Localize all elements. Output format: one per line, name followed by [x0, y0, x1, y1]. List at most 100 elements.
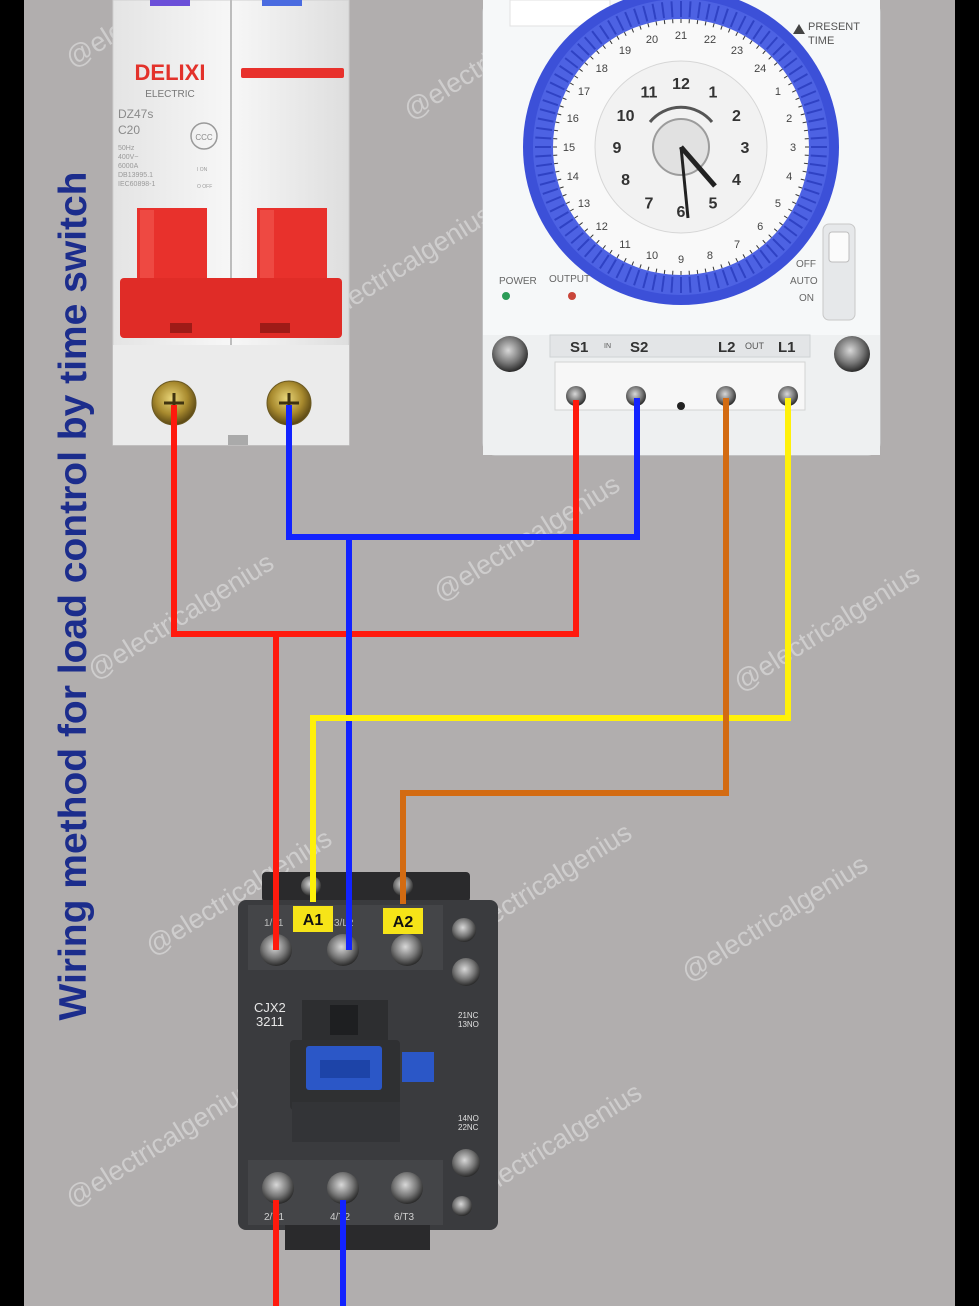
output-led-label: OUTPUT — [549, 274, 590, 285]
dial-pin — [752, 25, 763, 40]
dial-tick — [602, 245, 606, 249]
dial-tick — [609, 249, 613, 254]
dial-pin — [660, 2, 666, 19]
timer-center-hole — [677, 402, 685, 410]
dial-tick — [557, 178, 562, 181]
dial-pin — [651, 274, 657, 291]
dial-tick — [803, 162, 808, 165]
dial-pin — [615, 15, 625, 31]
mode-off-label: OFF — [796, 259, 816, 270]
dial-pin — [688, 1, 692, 18]
dial-pin — [545, 90, 562, 99]
dial-tick — [647, 23, 650, 28]
dial-pin — [633, 8, 641, 25]
dial-pin — [778, 231, 792, 245]
dial-tick — [616, 35, 620, 40]
dial-tick — [783, 215, 788, 219]
hour-number: 10 — [617, 108, 635, 125]
contactor-model: CJX2 — [254, 1000, 286, 1015]
dial-pin — [607, 259, 617, 274]
hour-number: 1 — [709, 85, 718, 102]
coil-a2-label: A2 — [393, 914, 414, 931]
dial-pin — [536, 126, 553, 132]
power-led — [502, 292, 510, 300]
dial-pin — [536, 162, 553, 168]
dial-tick — [655, 21, 658, 26]
dial-pin — [537, 171, 554, 177]
dial-pin — [539, 108, 556, 115]
present-time-label-1: PRESENT — [808, 21, 860, 33]
dial-number: 4 — [786, 171, 792, 183]
dial-tick — [590, 56, 594, 60]
dial-pin — [559, 218, 574, 229]
contactor-bottom-screw-t3 — [391, 1172, 423, 1204]
hour-number: 4 — [732, 172, 741, 189]
dial-number: 11 — [619, 239, 630, 251]
dial-number: 22 — [704, 34, 716, 46]
dial-tick — [557, 113, 562, 116]
dial-tick — [623, 31, 627, 37]
dial-tick — [800, 113, 805, 116]
dial-pin — [759, 249, 771, 264]
dial-tick — [727, 28, 731, 33]
dial-tick — [788, 82, 793, 86]
contactor-indicator — [402, 1052, 434, 1082]
dial-tick — [768, 234, 772, 238]
dial-tick — [631, 261, 635, 266]
dial-tick — [795, 97, 800, 101]
dial-pin — [713, 5, 720, 22]
contactor-aux-screw — [452, 1196, 472, 1216]
contactor-aux-screw — [452, 958, 480, 986]
dial-pin — [793, 73, 808, 83]
dial-pin — [810, 136, 827, 140]
dial-tick — [712, 23, 715, 28]
dial-number: 12 — [596, 221, 608, 233]
timer-dial-pins — [535, 1, 827, 293]
contactor-top-screw-l2 — [327, 934, 359, 966]
dial-number: 15 — [563, 142, 575, 154]
dial-tick — [779, 68, 783, 72]
dial-tick — [555, 170, 560, 173]
dial-pin — [549, 203, 565, 213]
timer-arc-arrow — [648, 105, 714, 123]
contactor-top-screw-l3 — [391, 934, 423, 966]
breaker-model: DZ47s — [118, 107, 153, 121]
hour-number: 5 — [709, 195, 718, 212]
timer-mount-screw — [834, 336, 870, 372]
power-led-label: POWER — [499, 276, 537, 287]
dial-pin — [660, 275, 666, 292]
dial-tick — [584, 62, 589, 66]
dial-number: 18 — [596, 63, 608, 75]
dial-pin — [793, 211, 808, 221]
dial-pin — [752, 254, 763, 269]
dial-tick — [569, 208, 574, 212]
coil-a1-badge — [293, 906, 333, 932]
dial-pin — [810, 154, 827, 158]
breaker-on-label: I ON — [197, 167, 208, 173]
dial-tick — [791, 201, 797, 205]
terminal-l1-label: L1 — [778, 339, 796, 356]
dial-pin — [778, 49, 792, 63]
dial-pin — [721, 269, 729, 286]
aux-top-label-2: 13NO — [458, 1020, 479, 1029]
dial-pin — [564, 225, 579, 237]
dial-pin — [583, 244, 597, 258]
dial-pin — [772, 43, 785, 56]
orange-wire — [400, 398, 729, 904]
dial-pin — [800, 90, 817, 99]
dial-pin — [797, 81, 813, 91]
mode-auto-label: AUTO — [790, 276, 818, 287]
dial-tick — [704, 268, 707, 273]
dial-tick — [554, 162, 559, 165]
dial-pin — [808, 171, 825, 177]
dial-number: 23 — [731, 45, 743, 57]
dial-pin — [783, 57, 798, 69]
dial-number: 9 — [678, 254, 684, 266]
dial-tick — [756, 45, 760, 49]
dial-tick — [655, 268, 658, 273]
dial-tick — [720, 264, 723, 269]
red-wire — [171, 400, 579, 637]
dial-pin — [591, 249, 603, 264]
